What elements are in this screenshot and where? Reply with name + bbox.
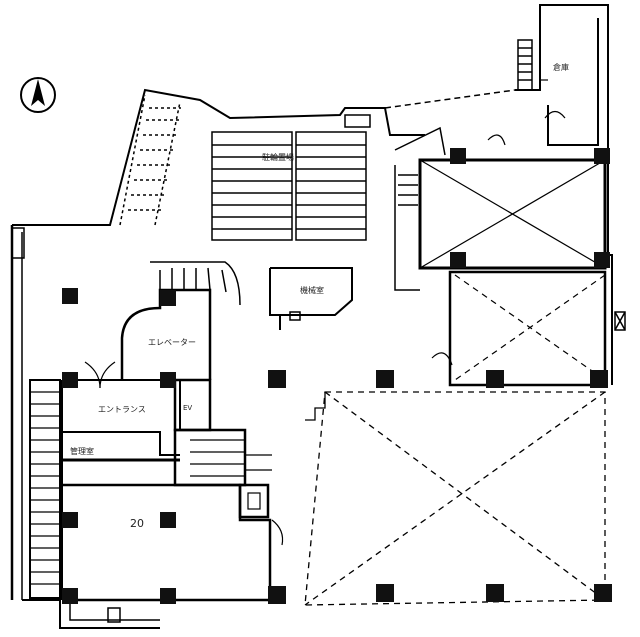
parking-label: 駐輪置場 <box>262 152 294 162</box>
ev-label: EV <box>183 404 192 412</box>
column <box>160 372 176 388</box>
machine-room <box>269 267 353 330</box>
entrance-area <box>61 361 181 600</box>
column <box>450 148 466 164</box>
column <box>594 252 610 268</box>
column <box>160 512 176 528</box>
column <box>594 148 610 164</box>
column <box>268 586 286 604</box>
elevator-hall-label: エレベーター <box>148 338 196 347</box>
core <box>173 378 272 519</box>
storage-label: 倉庫 <box>553 62 569 72</box>
column <box>160 290 176 306</box>
column <box>268 370 286 388</box>
column <box>62 588 78 604</box>
step-notch <box>305 392 326 421</box>
column <box>376 584 394 602</box>
column <box>590 370 608 388</box>
machine-room-label: 機械室 <box>300 285 324 295</box>
room-number: 20 <box>130 517 144 530</box>
stair-right <box>394 126 446 291</box>
column <box>594 584 612 602</box>
room-20 <box>62 483 272 602</box>
side-marks <box>11 227 626 623</box>
column <box>486 584 504 602</box>
column <box>62 288 78 304</box>
entrance-label: エントランス <box>98 405 146 414</box>
column <box>62 512 78 528</box>
void-lower <box>304 391 606 606</box>
stair-top-right <box>344 39 533 128</box>
north-arrow-icon <box>20 77 56 113</box>
column <box>486 370 504 388</box>
stair-left <box>29 379 61 599</box>
column <box>376 370 394 388</box>
stair-curved <box>150 261 241 306</box>
columns <box>62 148 612 604</box>
ramp-hatch <box>119 94 181 226</box>
door-swings <box>271 79 566 546</box>
service-label: 管理室 <box>70 446 94 456</box>
void-middle <box>448 270 607 387</box>
column <box>450 252 466 268</box>
column <box>160 588 176 604</box>
parking-area <box>211 131 367 241</box>
void-upper <box>418 158 607 270</box>
column <box>62 372 78 388</box>
